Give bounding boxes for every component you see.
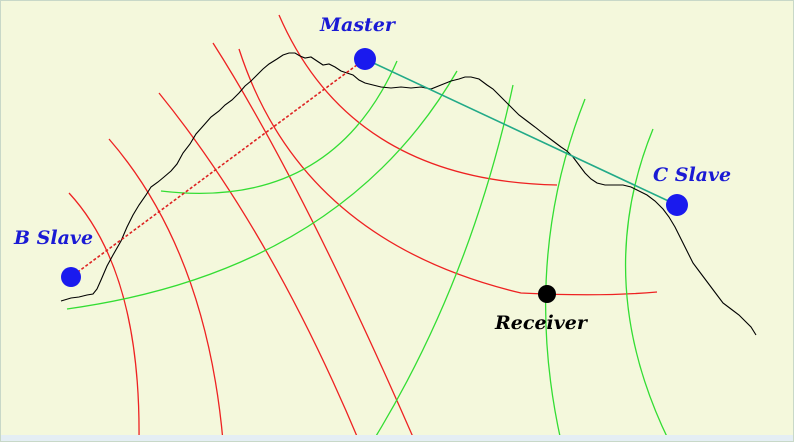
coastline	[60, 52, 757, 336]
green-hyperbola	[160, 60, 398, 194]
c-slave-label: C Slave	[653, 164, 731, 186]
red-hyperbola	[68, 192, 140, 441]
b-slave-label: B Slave	[13, 227, 93, 249]
master-station-marker	[354, 48, 376, 70]
baseline-master-c-slave	[364, 58, 678, 206]
receiver-marker	[538, 285, 556, 303]
red-hyperbola	[158, 92, 360, 441]
baseline-master-b-slave	[70, 58, 366, 278]
red-hyperbola-lines	[68, 14, 658, 441]
master-label: Master	[319, 14, 397, 36]
green-hyperbola	[544, 98, 586, 441]
bottom-border-strip	[1, 435, 793, 441]
red-hyperbola	[108, 138, 224, 441]
green-hyperbola	[66, 70, 458, 310]
green-hyperbola	[372, 84, 514, 441]
receiver-label: Receiver	[494, 312, 589, 334]
red-hyperbola	[212, 42, 414, 438]
b-slave-station-marker	[61, 267, 81, 287]
c-slave-station-marker	[666, 194, 688, 216]
green-hyperbola-lines	[66, 60, 670, 441]
red-hyperbola	[238, 48, 658, 296]
green-hyperbola	[624, 128, 670, 441]
